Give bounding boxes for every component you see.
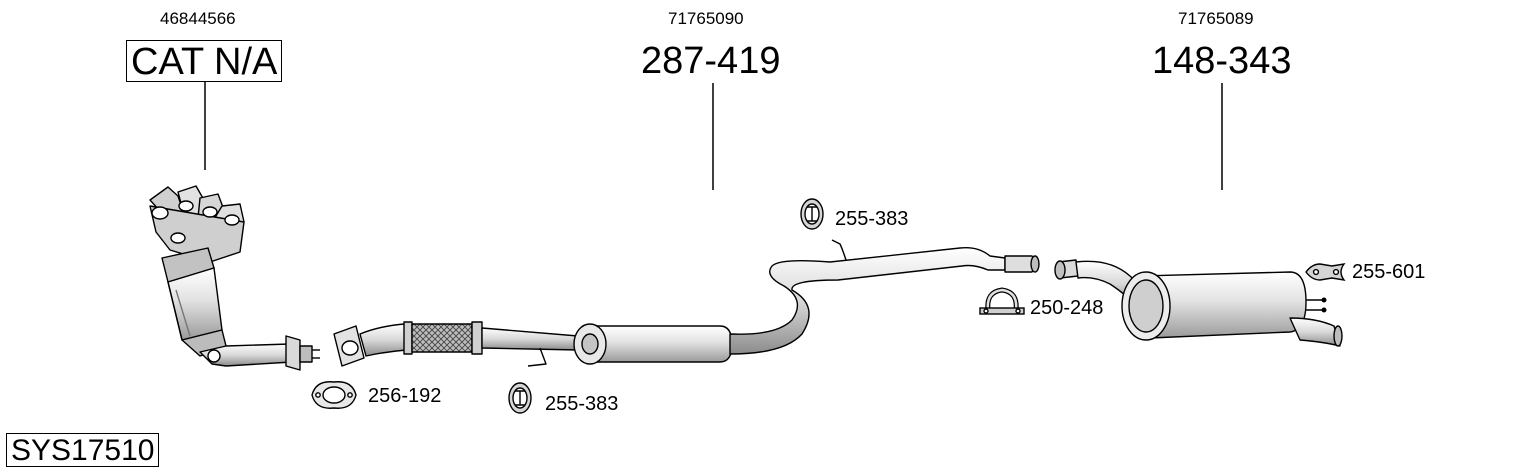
accessory-label-hanger-upper[interactable]: 255-383 (835, 208, 909, 230)
catalytic-converter-manifold[interactable] (149, 185, 320, 371)
system-id-label: SYS17510 (6, 433, 160, 467)
pipe-clamp-icon[interactable] (979, 287, 1025, 315)
part-oe-number: 71765090 (668, 9, 744, 28)
rubber-hanger-icon[interactable] (800, 198, 824, 230)
accessory-label-clamp[interactable]: 250-248 (1030, 297, 1104, 319)
part-code-rear[interactable]: 148-343 (1152, 40, 1292, 82)
accessory-label-strap[interactable]: 255-601 (1352, 261, 1426, 283)
rubber-hanger-icon[interactable] (508, 382, 532, 414)
mounting-strap-icon[interactable] (1305, 263, 1346, 281)
rear-silencer[interactable] (1054, 259, 1343, 347)
part-code-cat[interactable]: CAT N/A (126, 40, 283, 82)
gasket-icon[interactable] (311, 381, 357, 409)
part-oe-number: 46844566 (160, 9, 236, 28)
part-oe-number: 71765089 (1178, 9, 1254, 28)
front-pipe-flex[interactable] (333, 321, 579, 367)
accessory-label-hanger-lower[interactable]: 255-383 (545, 393, 619, 415)
middle-silencer[interactable] (573, 239, 1040, 365)
accessory-label-gasket[interactable]: 256-192 (368, 385, 442, 407)
part-code-middle[interactable]: 287-419 (641, 40, 781, 82)
